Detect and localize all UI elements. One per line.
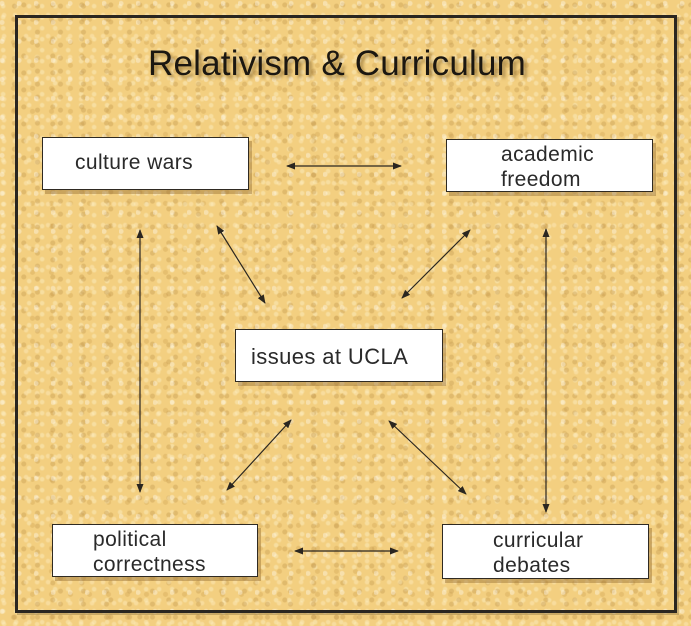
node-label: academic freedom	[501, 143, 595, 191]
node-label: political correctness	[93, 528, 206, 576]
node-label: culture wars	[75, 151, 194, 174]
node-issues-at-ucla: issues at UCLA	[235, 329, 443, 382]
node-political-correctness: political correctness	[52, 524, 258, 577]
diagram-title: Relativism & Curriculum	[148, 44, 526, 83]
node-curricular-debates: curricular debates	[442, 524, 649, 579]
node-label: curricular debates	[493, 529, 584, 577]
node-culture-wars: culture wars	[42, 137, 249, 190]
node-academic-freedom: academic freedom	[446, 139, 653, 192]
node-label: issues at UCLA	[251, 344, 409, 369]
diagram-frame	[15, 15, 677, 613]
